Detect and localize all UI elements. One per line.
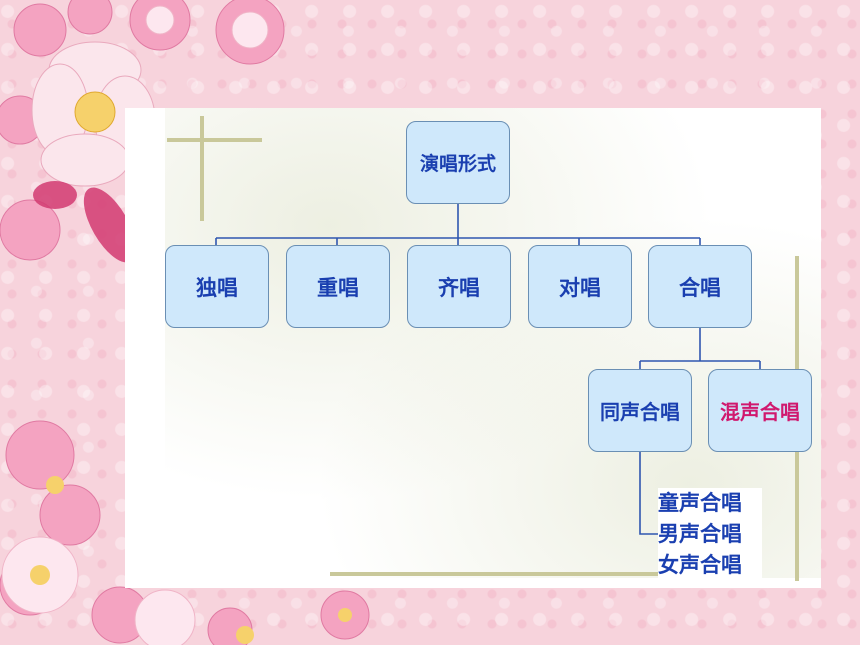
node-ensemble: 重唱 (286, 245, 390, 328)
same-voice-subtypes: 童声合唱 男声合唱 女声合唱 (658, 488, 762, 581)
frame-line-left (200, 116, 204, 221)
subtype-male-chorus: 男声合唱 (658, 522, 742, 546)
connector-same-voice-down (639, 451, 658, 535)
frame-line-top-left (167, 138, 262, 142)
node-duet: 对唱 (528, 245, 632, 328)
flower-decoration-bottom-left (0, 420, 370, 645)
frame-line-bottom (330, 572, 760, 576)
node-mixed-voice-chorus: 混声合唱 (708, 369, 812, 452)
subtype-children-chorus: 童声合唱 (658, 491, 742, 515)
node-same-voice-chorus: 同声合唱 (588, 369, 692, 452)
node-root: 演唱形式 (406, 121, 510, 204)
node-chorus: 合唱 (648, 245, 752, 328)
node-unison: 齐唱 (407, 245, 511, 328)
flower-decoration-top-left (0, 0, 285, 263)
subtype-female-chorus: 女声合唱 (658, 553, 742, 577)
node-solo: 独唱 (165, 245, 269, 328)
